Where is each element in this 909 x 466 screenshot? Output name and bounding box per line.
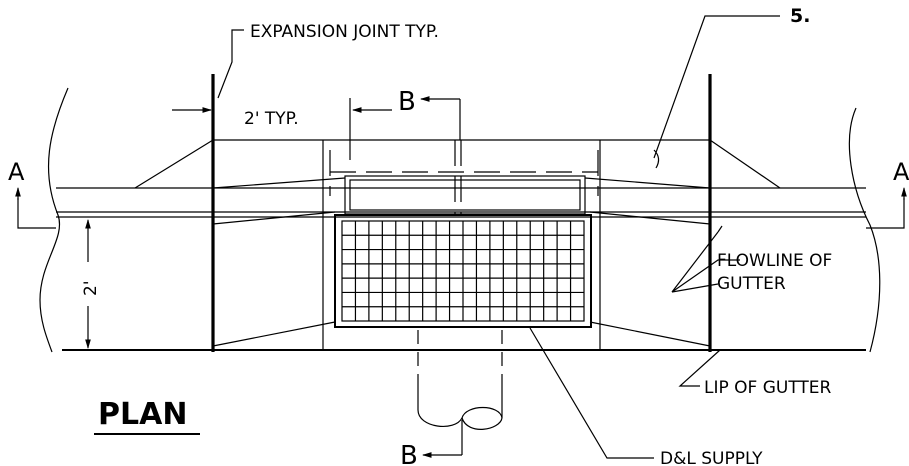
lip-leader bbox=[678, 349, 721, 387]
gutter-transition-right bbox=[584, 177, 711, 189]
left-break-line bbox=[39, 87, 69, 353]
curb-transition-right bbox=[709, 139, 781, 189]
outlet-pipe bbox=[417, 330, 503, 430]
supplier-leader bbox=[529, 327, 654, 459]
expansion-joint-leader bbox=[217, 29, 244, 99]
item-5-leader bbox=[653, 15, 780, 159]
section-a-left-line bbox=[17, 198, 56, 229]
curb-opening-inner bbox=[349, 179, 581, 211]
gutter-depression-left-top bbox=[212, 211, 336, 225]
section-a-left-label: A bbox=[8, 158, 25, 186]
curb-opening-outer bbox=[344, 175, 586, 215]
grate bbox=[334, 214, 592, 328]
dim-gutter-width-label: 2' bbox=[81, 281, 101, 297]
section-a-right-label: A bbox=[893, 158, 909, 186]
item-5-label: 5. bbox=[790, 5, 810, 27]
supplier-label: D&L SUPPLY bbox=[660, 449, 763, 466]
gutter-depression-right-bottom bbox=[589, 321, 711, 347]
item-5-tick bbox=[653, 149, 660, 169]
flowline-label-line1: FLOWLINE OF bbox=[717, 251, 832, 271]
plan-title: PLAN bbox=[98, 397, 187, 432]
section-b-top-label: B bbox=[398, 87, 416, 117]
gutter-depression-right-top bbox=[589, 211, 711, 225]
flowline-leader-tip bbox=[717, 225, 723, 233]
expansion-joint-label: EXPANSION JOINT TYP. bbox=[250, 22, 439, 42]
flowline-leader bbox=[671, 231, 740, 293]
flowline-leader-lower bbox=[671, 283, 719, 293]
right-break-line bbox=[848, 107, 881, 353]
lip-of-gutter-label: LIP OF GUTTER bbox=[704, 378, 832, 398]
gutter-depression-left-bottom bbox=[212, 321, 336, 347]
curb-transition-left bbox=[134, 139, 214, 189]
flowline-label-line2: GUTTER bbox=[717, 274, 786, 294]
gutter-transition-left bbox=[212, 177, 346, 189]
section-b-bottom-label: B bbox=[400, 441, 418, 466]
section-a-right-line bbox=[866, 198, 905, 229]
dim-spacing-label: 2' TYP. bbox=[244, 109, 299, 129]
